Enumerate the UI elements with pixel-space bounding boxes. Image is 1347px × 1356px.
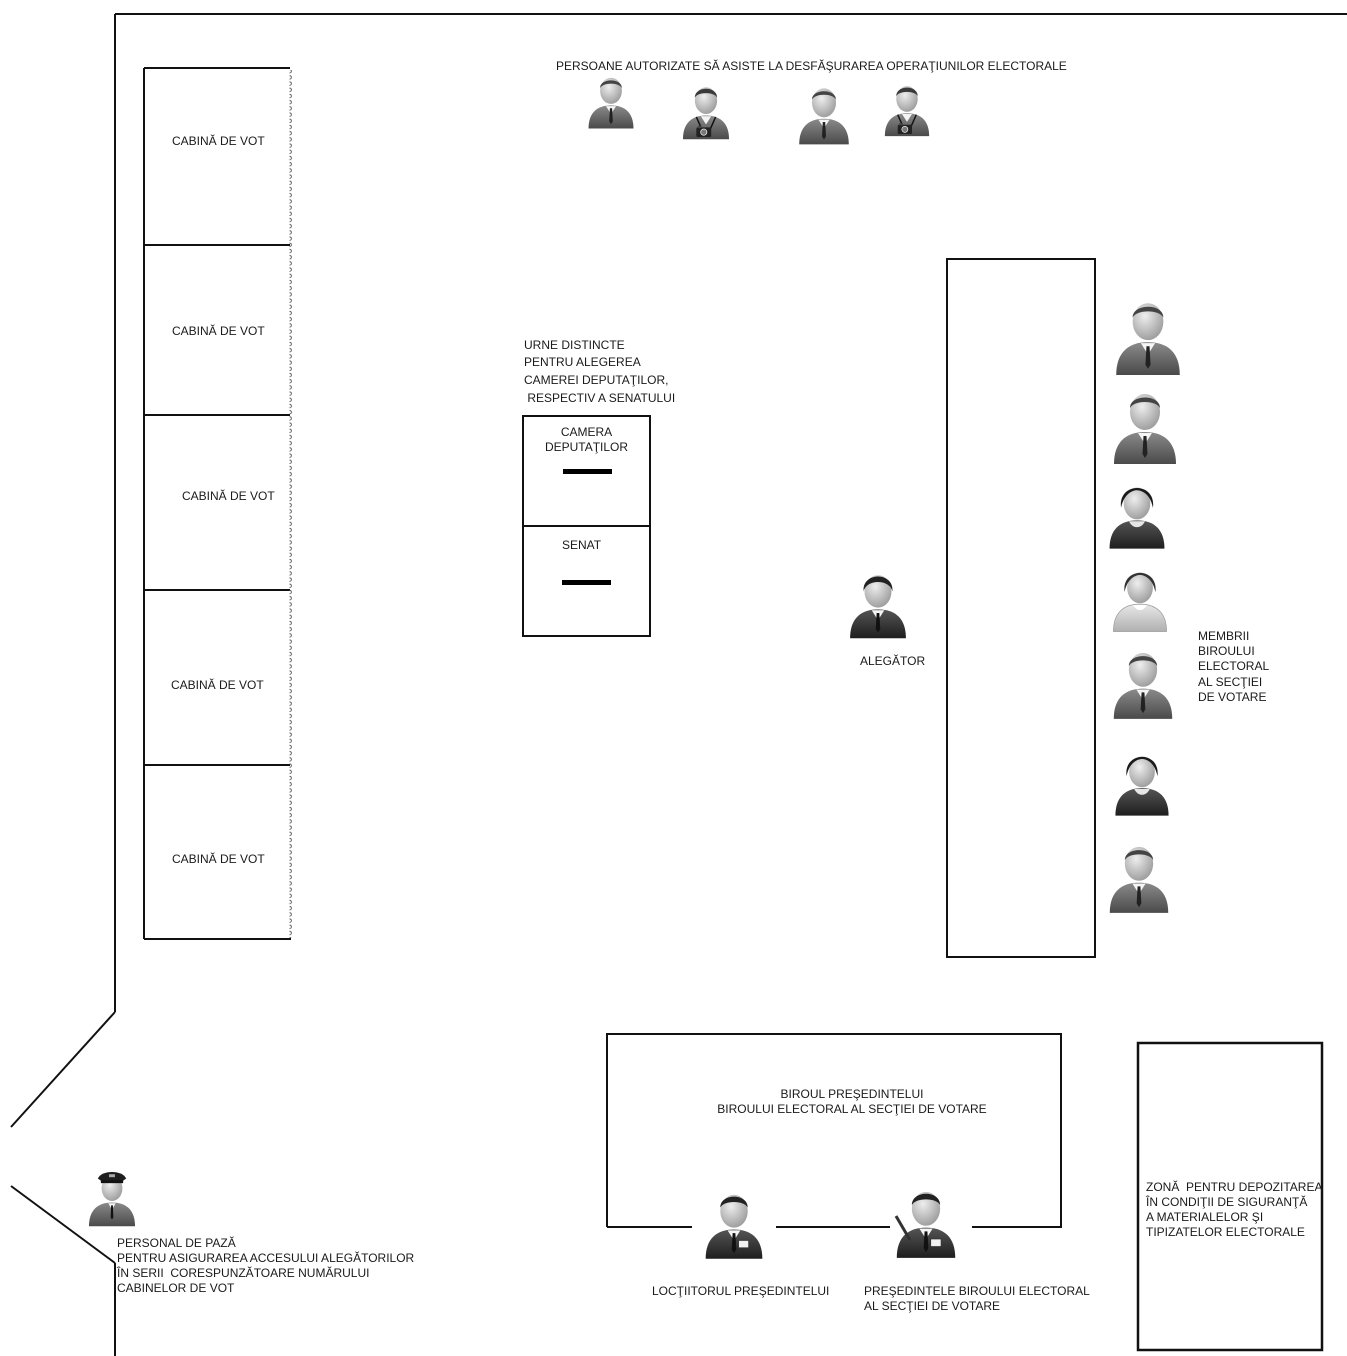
guard-icon [88, 1172, 136, 1227]
members-label-line: ELECTORAL [1198, 659, 1270, 673]
member-icon [1109, 487, 1165, 549]
guard-label-line: PERSONAL DE PAZĂ [117, 1236, 236, 1250]
guard-label-line: ÎN SERII CORESPUNZĂTOARE NUMĂRULUI [117, 1266, 370, 1280]
president-label: AL SECŢIEI DE VOTARE [864, 1299, 1001, 1313]
member-icon [1112, 571, 1168, 633]
storage-zone-line: A MATERIALELOR ŞI [1146, 1210, 1264, 1224]
president-office-label: BIROULUI ELECTORAL AL SECŢIEI DE VOTARE [717, 1102, 987, 1116]
guard-label-line: CABINELOR DE VOT [117, 1281, 235, 1295]
voter-label: ALEGĂTOR [860, 654, 926, 668]
urns-caption-line: CAMEREI DEPUTAŢILOR, [524, 373, 669, 387]
urns-caption-line: PENTRU ALEGEREA [524, 355, 641, 369]
booth-dividers [144, 67, 290, 766]
urns-caption-line: URNE DISTINCTE [524, 338, 625, 352]
voter-icon [850, 575, 906, 639]
booth-label-4: CABINĂ DE VOT [171, 678, 264, 692]
chamber-urn-label: CAMERA [560, 425, 613, 439]
booth-curtains [284, 70, 294, 938]
storage-zone-line: ÎN CONDIŢII DE SIGURANŢĂ [1146, 1195, 1308, 1209]
member-icon [1109, 846, 1169, 913]
member-icon [1114, 394, 1176, 464]
senate-ballot-slot [562, 580, 611, 585]
photographer-icon [682, 86, 730, 141]
room-walls [10, 13, 1347, 1356]
members-table [946, 258, 1096, 958]
members-icons [1109, 303, 1180, 913]
photographer-icon [884, 85, 930, 137]
voting-booths [143, 67, 294, 940]
ballot-boxes [522, 415, 651, 637]
urns-caption-line: RESPECTIV A SENATULUI [524, 391, 676, 405]
authorized-persons-label: PERSOANE AUTORIZATE SĂ ASISTE LA DESFĂŞU… [556, 59, 1067, 73]
deputy-label: LOCŢIITORUL PREŞEDINTELUI [652, 1284, 830, 1298]
president-label: PREŞEDINTELE BIROULUI ELECTORAL [864, 1284, 1090, 1298]
booth-label-2: CABINĂ DE VOT [172, 324, 265, 338]
chamber-ballot-slot [563, 469, 612, 474]
member-icon [1115, 756, 1169, 816]
chamber-urn-label: DEPUTAŢILOR [544, 440, 629, 454]
booth-label-1: CABINĂ DE VOT [172, 134, 265, 148]
member-icon [1116, 303, 1180, 375]
members-label-line: DE VOTARE [1198, 690, 1267, 704]
member-icon [1113, 652, 1173, 719]
storage-zone-line: TIPIZATELOR ELECTORALE [1146, 1225, 1305, 1239]
members-label-line: AL SECŢIEI [1198, 675, 1263, 689]
members-label-line: BIROULUI [1198, 644, 1255, 658]
booth-label-3: CABINĂ DE VOT [182, 489, 275, 503]
president-office-label: BIROUL PREŞEDINTELUI [780, 1087, 924, 1101]
president-icon [896, 1191, 956, 1259]
guard-label-line: PENTRU ASIGURAREA ACCESULUI ALEGĂTORILOR [117, 1251, 415, 1265]
storage-zone-box [1136, 1041, 1324, 1352]
authorized-persons-icons [588, 77, 930, 145]
storage-zone-line: ZONĂ PENTRU DEPOZITAREA [1146, 1180, 1323, 1194]
members-label-line: MEMBRII [1198, 629, 1250, 643]
deputy-president-icon [705, 1194, 763, 1260]
booth-label-5: CABINĂ DE VOT [172, 852, 265, 866]
senate-urn-label: SENAT [561, 538, 602, 552]
observer-icon [799, 88, 849, 145]
observer-icon [588, 77, 634, 129]
president-office-desk [606, 1033, 1062, 1228]
pen-icon [894, 1215, 912, 1241]
